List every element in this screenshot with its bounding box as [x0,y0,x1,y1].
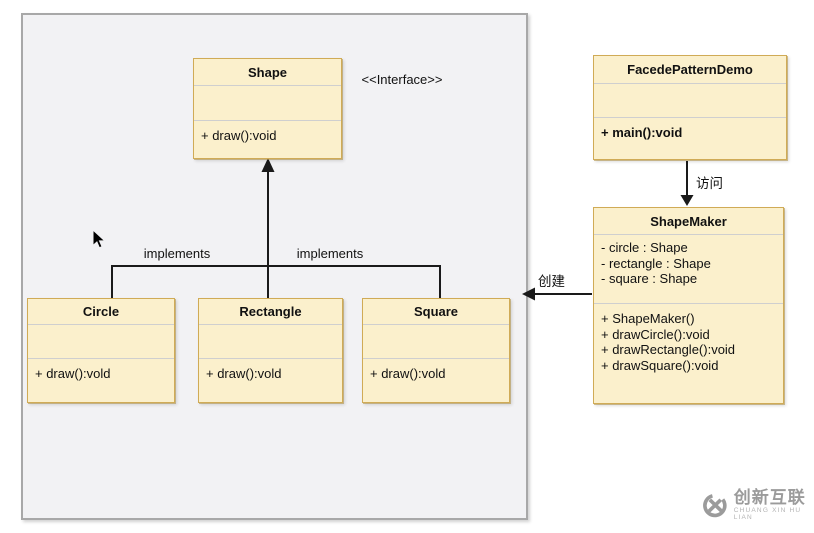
class-name: Circle [28,299,174,325]
access-label: 访问 [696,176,723,191]
class-name: Square [363,299,509,325]
class-name: FacedePatternDemo [594,56,786,84]
method-entry: + main():void [601,125,683,140]
implements-label-right: implements [296,246,364,261]
uml-class-square: Square + draw():vold [362,298,510,403]
class-name: Rectangle [199,299,342,325]
class-attributes: - circle : Shape - rectangle : Shape - s… [594,235,783,304]
class-attributes [594,84,786,118]
class-methods: + ShapeMaker() + drawCircle():void + dra… [594,304,783,403]
class-methods: + draw():vold [199,359,342,402]
class-methods: + draw():vold [363,359,509,402]
method-entry: + draw():vold [206,366,282,381]
uml-class-circle: Circle + draw():vold [27,298,175,403]
method-entry: + draw():void [201,128,277,143]
method-entry: + draw():vold [370,366,446,381]
class-attributes [194,86,341,121]
method-entry: + draw():vold [35,366,111,381]
method-entry: + ShapeMaker() [601,311,695,326]
watermark-logo: 创新互联 CHUANG XIN HU LIAN [701,489,814,521]
uml-class-facedepatterndemo: FacedePatternDemo + main():void [593,55,787,160]
uml-class-shapemaker: ShapeMaker - circle : Shape - rectangle … [593,207,784,404]
class-methods: + main():void [594,118,786,159]
access-arrowhead-icon [680,195,694,206]
create-label: 创建 [538,274,565,289]
watermark-text: 创新互联 [733,488,806,507]
class-methods: + draw():vold [28,359,174,402]
attribute-entry: - circle : Shape [601,240,688,255]
method-entry: + drawCircle():void [601,326,710,342]
class-name: ShapeMaker [594,208,783,235]
chuangxin-logo-icon [703,493,727,517]
interface-stereotype-label: <<Interface>> [361,72,443,87]
class-attributes [363,325,509,359]
method-entry: + drawRectangle():void [601,342,736,357]
implements-label-left: implements [143,246,211,261]
uml-class-shape: Shape + draw():void [193,58,342,159]
class-attributes [199,325,342,359]
attribute-entry: - rectangle : Shape [601,255,711,271]
attribute-entry: - square : Shape [601,271,698,286]
method-entry: + drawSquare():void [601,357,719,373]
class-methods: + draw():void [194,121,341,158]
class-attributes [28,325,174,359]
watermark-subtext: CHUANG XIN HU LIAN [733,507,802,521]
class-name: Shape [194,59,341,86]
uml-class-rectangle: Rectangle + draw():vold [198,298,343,403]
